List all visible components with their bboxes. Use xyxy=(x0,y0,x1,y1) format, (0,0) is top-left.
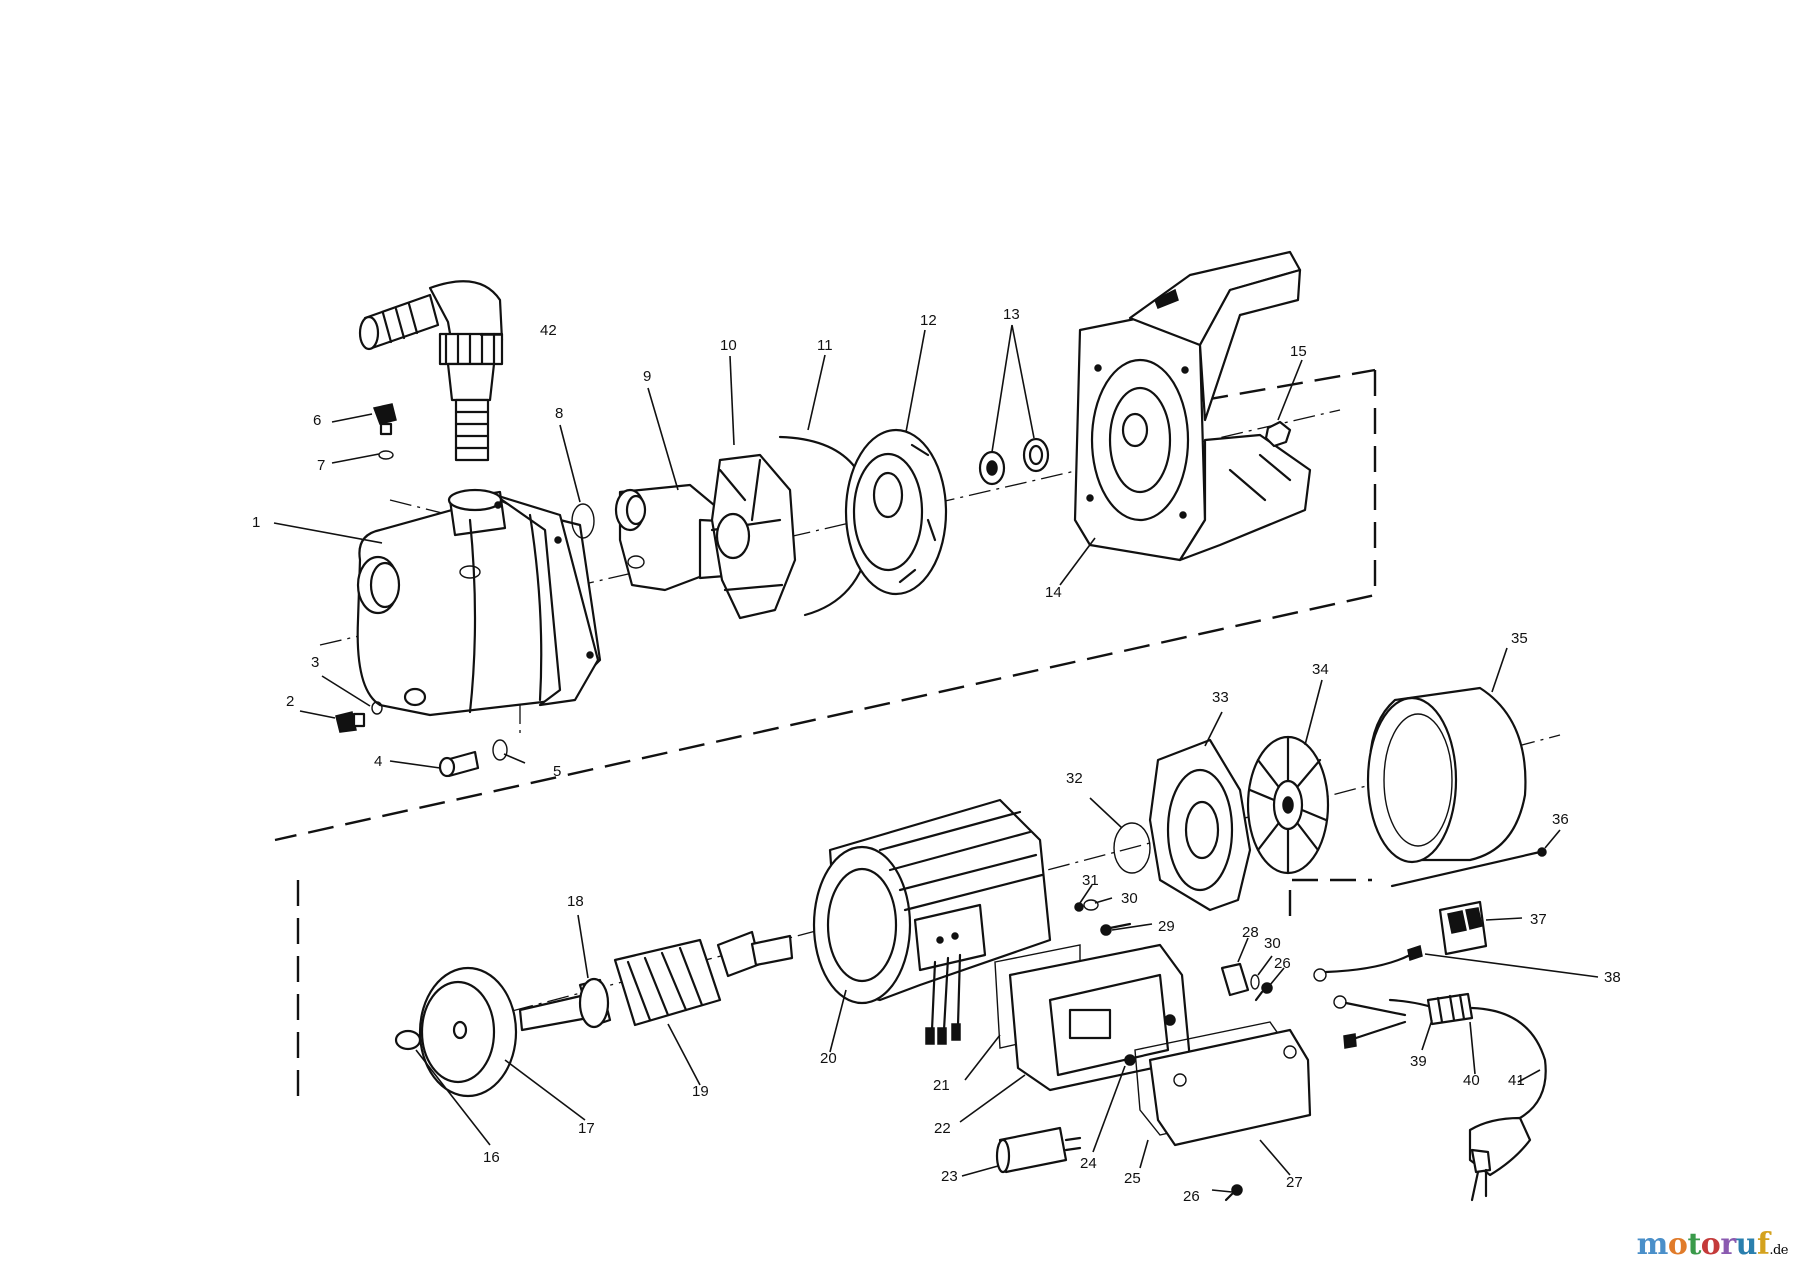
label-39: 39 xyxy=(1410,1053,1427,1070)
label-13: 13 xyxy=(1003,306,1020,323)
label-11: 11 xyxy=(817,337,833,354)
washer-16 xyxy=(394,1029,422,1051)
watermark-letter: o xyxy=(1700,1227,1721,1262)
screw-29 xyxy=(1100,922,1132,936)
screw-26b xyxy=(1224,1184,1243,1202)
label-14: 14 xyxy=(1045,584,1062,601)
label-15: 15 xyxy=(1290,343,1307,360)
watermark-letter: f xyxy=(1756,1227,1770,1262)
label-18: 18 xyxy=(567,893,584,910)
label-24: 24 xyxy=(1080,1155,1097,1172)
label-17: 17 xyxy=(578,1120,595,1137)
cable-gland-40 xyxy=(1426,992,1474,1026)
hose-elbow-42 xyxy=(358,280,504,462)
label-37: 37 xyxy=(1530,911,1547,928)
fan-34 xyxy=(1246,735,1330,875)
watermark-brand: motoruf xyxy=(1637,1227,1770,1262)
pump-housing-1 xyxy=(356,488,602,717)
o-ring-3 xyxy=(371,701,383,715)
label-33: 33 xyxy=(1212,689,1229,706)
label-40: 40 xyxy=(1463,1072,1480,1089)
watermark-letter: o xyxy=(1667,1227,1688,1262)
label-41: 41 xyxy=(1508,1072,1525,1089)
o-ring-32 xyxy=(1113,822,1151,874)
label-26a: 26 xyxy=(1274,955,1291,972)
watermark-letter: t xyxy=(1687,1227,1701,1262)
rotor-19 xyxy=(518,930,794,1032)
label-34: 34 xyxy=(1312,661,1329,678)
label-36: 36 xyxy=(1552,811,1569,828)
nut-31 xyxy=(1074,902,1084,912)
screw-24 xyxy=(1124,1054,1136,1066)
label-6: 6 xyxy=(313,412,321,429)
label-5: 5 xyxy=(553,763,561,780)
watermark-letter: r xyxy=(1720,1227,1736,1262)
watermark-letter: u xyxy=(1735,1227,1758,1262)
label-19: 19 xyxy=(692,1083,709,1100)
label-30a: 30 xyxy=(1121,890,1138,907)
switch-37 xyxy=(1438,900,1488,956)
label-10: 10 xyxy=(720,337,737,354)
motor-bracket-14 xyxy=(1073,250,1312,562)
label-16: 16 xyxy=(483,1149,500,1166)
label-8: 8 xyxy=(555,405,563,422)
label-7: 7 xyxy=(317,457,325,474)
mechanical-seal-13 xyxy=(978,437,1050,486)
label-32: 32 xyxy=(1066,770,1083,787)
label-35: 35 xyxy=(1511,630,1528,647)
seal-plate-12 xyxy=(844,428,948,596)
end-shield-33 xyxy=(1148,738,1252,912)
part-labels: 1 2 3 4 5 6 7 8 9 10 11 12 13 14 15 16 1… xyxy=(252,306,1621,1205)
label-28: 28 xyxy=(1242,924,1259,941)
stator-housing-20 xyxy=(812,798,1052,1045)
capacitor-23 xyxy=(995,1126,1082,1174)
label-26b: 26 xyxy=(1183,1188,1200,1205)
label-42: 42 xyxy=(540,322,557,339)
label-27: 27 xyxy=(1286,1174,1303,1191)
watermark-tld: .de xyxy=(1769,1243,1788,1258)
right-bracket-line xyxy=(1288,878,1372,916)
washer-30a xyxy=(1250,974,1260,990)
bolt-4 xyxy=(438,750,480,778)
label-3: 3 xyxy=(311,654,319,671)
label-22: 22 xyxy=(934,1120,951,1137)
label-30b: 30 xyxy=(1264,935,1281,952)
label-4: 4 xyxy=(374,753,382,770)
label-31: 31 xyxy=(1082,872,1099,889)
drain-plug-2 xyxy=(335,711,366,733)
impeller-10 xyxy=(710,453,797,620)
label-21: 21 xyxy=(933,1077,950,1094)
leader-lines xyxy=(273,324,1599,1193)
motoruf-watermark: motoruf.de xyxy=(1637,1227,1789,1262)
cable-clamp-28 xyxy=(1220,962,1250,997)
washer-5 xyxy=(492,739,508,761)
label-38: 38 xyxy=(1604,969,1621,986)
label-25: 25 xyxy=(1124,1170,1141,1187)
washer-30b xyxy=(1083,899,1099,911)
label-20: 20 xyxy=(820,1050,837,1067)
fan-cover-35 xyxy=(1366,686,1527,864)
screw-26a xyxy=(1254,982,1273,1002)
label-1: 1 xyxy=(252,514,260,531)
vent-plug-6 xyxy=(372,403,397,436)
end-cover-17 xyxy=(418,966,518,1098)
o-ring-7 xyxy=(378,450,394,460)
label-23: 23 xyxy=(941,1168,958,1185)
watermark-letter: m xyxy=(1636,1227,1669,1262)
bearing-18 xyxy=(578,977,610,1029)
wires-39 xyxy=(1333,995,1442,1049)
nut-15 xyxy=(1264,420,1292,448)
label-12: 12 xyxy=(920,312,937,329)
label-9: 9 xyxy=(643,368,651,385)
terminal-cover-27 xyxy=(1148,1028,1312,1147)
wire-38 xyxy=(1313,945,1423,982)
label-29: 29 xyxy=(1158,918,1175,935)
o-ring-8 xyxy=(571,503,595,539)
tie-rod-36 xyxy=(1390,847,1547,888)
power-plug-41 xyxy=(1468,1006,1547,1202)
label-2: 2 xyxy=(286,693,294,710)
